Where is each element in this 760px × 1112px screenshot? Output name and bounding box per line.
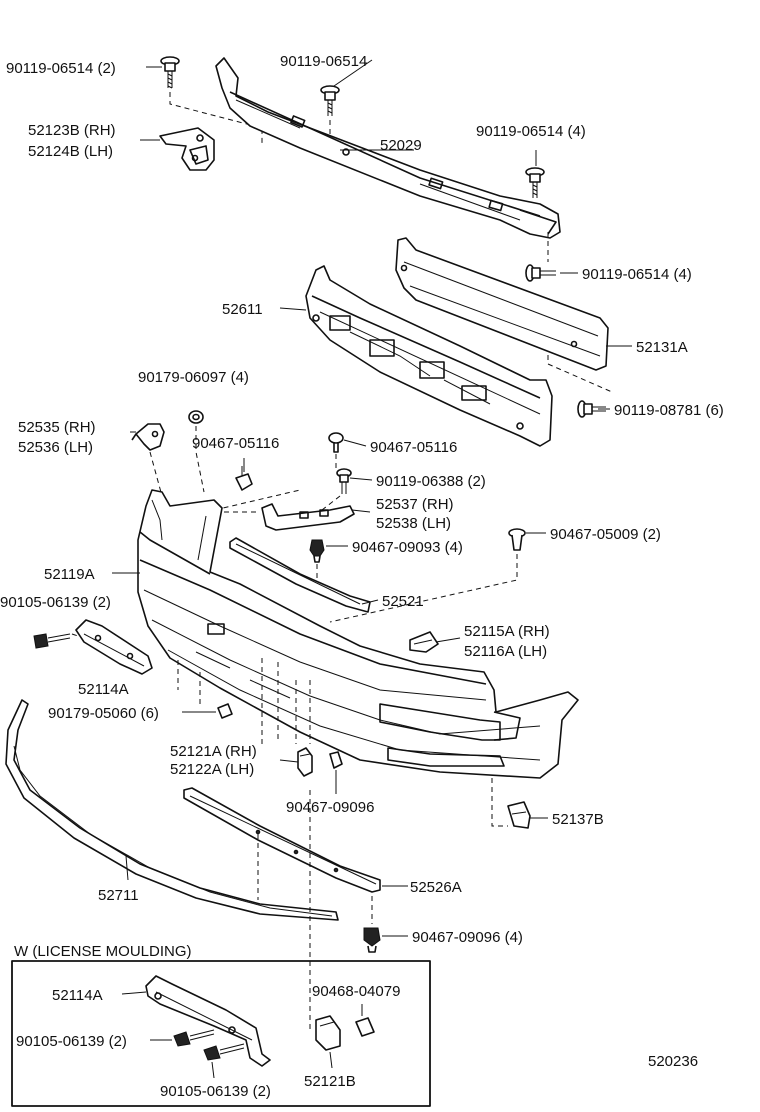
- label-52124b: 52124B (LH): [28, 143, 113, 160]
- label-52115a: 52115A (RH): [464, 623, 550, 640]
- moulding-52711: [5, 699, 339, 921]
- bolt-90119-06514-right-lower: [525, 264, 556, 282]
- nut-90179-06097: [188, 410, 204, 424]
- clip-52137b: [507, 801, 531, 829]
- bolt-90105-06139-inset-b: [203, 1043, 245, 1061]
- label-90467-09096-large: 90467-09096 (4): [412, 929, 523, 946]
- bolt-90119-06514-right-upper: [525, 167, 545, 198]
- label-90119-06514-2: 90119-06514 (2): [6, 60, 116, 77]
- reinforcement-52029: [215, 57, 561, 239]
- bracket-52123b: [159, 127, 215, 171]
- clip-90467-09096-small: [329, 751, 343, 769]
- label-90467-05116-right: 90467-05116: [370, 439, 457, 456]
- moulding-52526a: [183, 787, 381, 893]
- label-52711: 52711: [98, 887, 139, 904]
- inset-license-moulding-frame: [11, 960, 431, 1107]
- reinforcement-52611: [305, 265, 553, 447]
- clip-90467-09093: [309, 539, 325, 563]
- label-52029: 52029: [380, 137, 422, 154]
- bolt-90119-06514-left: [160, 56, 180, 89]
- clip-90467-05116-right: [328, 432, 344, 453]
- label-90119-06514-4a: 90119-06514 (4): [476, 123, 586, 140]
- clip-90467-05116-left: [235, 466, 253, 491]
- retainer-52121b: [315, 1015, 341, 1051]
- label-90467-09096-small: 90467-09096: [286, 799, 374, 816]
- label-90119-06514: 90119-06514: [280, 53, 367, 70]
- label-52526a: 52526A: [410, 879, 462, 896]
- bolt-90119-08781: [577, 400, 606, 418]
- retainer-52115a: [409, 631, 439, 653]
- license-bracket-52114a: [75, 619, 153, 675]
- label-90179-05060: 90179-05060 (6): [48, 705, 159, 722]
- label-52121b: 52121B: [304, 1073, 356, 1090]
- label-52131a: 52131A: [636, 339, 688, 356]
- label-90119-08781: 90119-08781 (6): [614, 402, 724, 419]
- label-90468-04079: 90468-04079: [312, 983, 400, 1000]
- label-90179-06097: 90179-06097 (4): [138, 369, 249, 386]
- bracket-52537: [261, 503, 355, 531]
- license-bracket-52114a-inset: [145, 975, 271, 1067]
- label-52537: 52537 (RH): [376, 496, 454, 513]
- label-90105-06139-main: 90105-06139 (2): [0, 594, 111, 611]
- label-52123b: 52123B (RH): [28, 122, 116, 139]
- bumper-cover-52119a: [137, 489, 579, 779]
- clip-90467-05009: [508, 528, 526, 551]
- label-90467-05009: 90467-05009 (2): [550, 526, 661, 543]
- label-52116a: 52116A (LH): [464, 643, 547, 660]
- bolt-90119-06388: [336, 468, 352, 494]
- bracket-52535: [131, 423, 165, 451]
- label-90105-06139-inset-b: 90105-06139 (2): [160, 1083, 271, 1100]
- label-52121a: 52121A (RH): [170, 743, 257, 760]
- label-90467-05116-left: 90467-05116: [192, 435, 279, 452]
- retainer-52121a: [297, 747, 313, 777]
- moulding-52521: [229, 537, 371, 613]
- bolt-90105-06139-left: [33, 633, 71, 649]
- label-52114a-main: 52114A: [78, 681, 129, 698]
- clip-90467-09096-large: [363, 927, 381, 953]
- clip-90468-04079: [355, 1017, 375, 1037]
- label-52114a-inset: 52114A: [52, 987, 103, 1004]
- figure-number: 520236: [648, 1053, 698, 1070]
- inset-title: W (LICENSE MOULDING): [14, 943, 192, 960]
- label-52521: 52521: [382, 593, 424, 610]
- label-52611: 52611: [222, 301, 263, 318]
- bolt-90105-06139-inset-a: [173, 1029, 215, 1047]
- label-52535: 52535 (RH): [18, 419, 96, 436]
- label-90105-06139-inset-a: 90105-06139 (2): [16, 1033, 127, 1050]
- label-90119-06514-4b: 90119-06514 (4): [582, 266, 692, 283]
- label-52137b: 52137B: [552, 811, 604, 828]
- label-52122a: 52122A (LH): [170, 761, 254, 778]
- bolt-90119-06514-center: [320, 85, 340, 116]
- label-90119-06388: 90119-06388 (2): [376, 473, 486, 490]
- label-52119a: 52119A: [44, 566, 95, 583]
- label-52536: 52536 (LH): [18, 439, 93, 456]
- label-90467-09093: 90467-09093 (4): [352, 539, 463, 556]
- absorber-52131a: [395, 237, 609, 371]
- label-52538: 52538 (LH): [376, 515, 451, 532]
- nut-90179-05060: [210, 703, 233, 719]
